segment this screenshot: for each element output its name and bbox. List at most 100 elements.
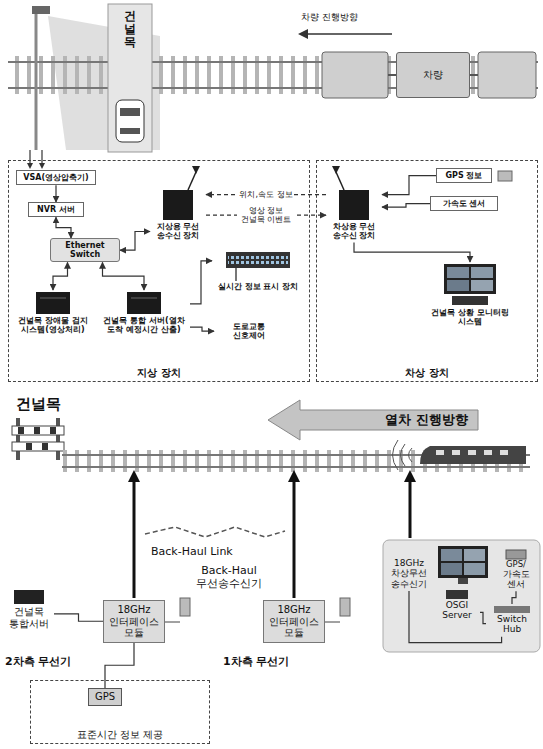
- connector: [512, 591, 516, 604]
- crossing-road: [108, 4, 152, 152]
- train-icon: [436, 450, 444, 455]
- crossing-band: 건널목: [112, 8, 148, 52]
- antenna-pole-arrow: [409, 480, 412, 538]
- node-text: 18GHz 인터페이스 모듈: [107, 604, 161, 639]
- server-icon: [127, 292, 161, 314]
- radio-wave: [393, 440, 413, 470]
- display-sign-icon: [226, 252, 290, 281]
- edge-label: 위치,속도 정보: [238, 190, 293, 199]
- crossing-gate-icon: [18, 427, 24, 434]
- node-text: 건널목 상황 모니터링 시스템: [421, 308, 519, 326]
- connector: [55, 185, 56, 202]
- server-icon: [40, 298, 66, 299]
- connector: [103, 262, 145, 290]
- radio-unit: 18GHz 차상무선 송수신기: [386, 556, 432, 591]
- camera-pole: [32, 6, 50, 150]
- video-feed-arrow: [29, 150, 30, 164]
- crossing-gate-icon: [34, 427, 40, 434]
- server-icon: [36, 292, 161, 314]
- monitor-icon: [452, 296, 488, 305]
- connector: [105, 643, 134, 689]
- node-text: 건널목: [16, 396, 61, 413]
- direction-arrow-shape: [268, 400, 478, 440]
- node-text: 열차 진행방향: [385, 413, 468, 428]
- display-sign-icon: [226, 252, 290, 268]
- monitor-icon: [464, 549, 485, 561]
- connector: [190, 261, 212, 304]
- node-text: 차상용 무선 송수신 장치: [329, 222, 379, 240]
- radio-unit: 지상용 무선 송수신 장치: [150, 188, 206, 242]
- onboard-panel: [383, 540, 540, 652]
- annotation: 차량 진행방향: [300, 12, 359, 22]
- direction-arrow: [298, 29, 308, 39]
- video-feed-arrow: [41, 150, 42, 164]
- switch-unit: Switch Hub: [486, 604, 538, 637]
- device-box: GPS 정보: [436, 168, 492, 183]
- node-text: 차상 장치: [405, 367, 448, 379]
- interface-module: 18GHz 인터페이스 모듈: [103, 600, 165, 643]
- radio-wave: [409, 448, 413, 462]
- sensor-unit: GPS/가속도 센서: [492, 548, 540, 591]
- antenna-device: [180, 598, 190, 616]
- node-text: 지상용 무선 송수신 장치: [153, 222, 203, 240]
- backhaul-link-zigzag: [145, 527, 285, 537]
- connector: [120, 232, 150, 251]
- onboard-radio-icon: [336, 172, 344, 190]
- connector: [53, 262, 68, 290]
- train-icon: [420, 446, 526, 464]
- monitor-unit: 건널목 상황 모니터링 시스템: [418, 262, 522, 328]
- device-icon: [506, 550, 526, 559]
- node-text: 차량: [423, 69, 443, 81]
- train-car: [322, 52, 536, 98]
- node-text: OSGI Server: [437, 600, 477, 621]
- direction-arrow: 열차 진행방향: [268, 400, 478, 440]
- video-feed-arrow: [27, 163, 33, 169]
- monitor-icon: [438, 546, 488, 584]
- onboard-radio-icon: [332, 166, 340, 174]
- monitor-icon: [444, 264, 496, 294]
- train-icon: [420, 446, 526, 464]
- train-car: [388, 74, 396, 76]
- crossing-gate-icon: [12, 418, 64, 460]
- direction-arrow: [298, 29, 392, 39]
- device-box: NVR 서버: [28, 202, 84, 217]
- crossing-gate-icon: [16, 418, 20, 460]
- connector: [354, 242, 470, 262]
- crossing-road: [108, 4, 152, 152]
- backhaul-link-zigzag: [145, 527, 285, 537]
- server-icon: [14, 590, 44, 604]
- gps-box: GPS: [88, 688, 122, 706]
- node-text: 표준시간 정보 제공: [77, 729, 163, 741]
- display-unit: 실시간 정보 표시 장치: [212, 250, 304, 293]
- node-text: 건널목 통합서버: [7, 606, 51, 629]
- train-car: [470, 74, 478, 76]
- connector: [382, 204, 430, 207]
- monitor-icon: [464, 563, 485, 575]
- annotation: 1차측 무선기: [222, 656, 290, 669]
- node-text: 지상 장치: [137, 367, 180, 379]
- antenna-pole-arrow: [128, 470, 140, 482]
- monitor-icon: [441, 563, 462, 575]
- annotation: Back-Haul Link: [150, 546, 234, 559]
- crossing-gate: 건널목: [8, 394, 68, 459]
- direction-arrow: [306, 33, 392, 35]
- crossing-gate-icon: [12, 426, 64, 435]
- monitor-icon: [471, 267, 493, 278]
- ground-radio-icon: [188, 172, 196, 190]
- antenna-device: [340, 598, 350, 616]
- interface-module: 18GHz 인터페이스 모듈: [263, 600, 325, 643]
- node-text: 건널목 장애물 검지 시스템(영상처리): [15, 316, 91, 334]
- node-text: 건널목 통합 서버(열차 도착 예정시간 산출): [101, 316, 187, 334]
- connector: [56, 217, 71, 238]
- ground-radio-icon: [192, 166, 200, 174]
- car-icon: [116, 100, 144, 142]
- crossing-gate-icon: [12, 442, 64, 451]
- node-text: 건널목: [124, 10, 136, 50]
- node-text: GPS/가속도 센서: [495, 560, 537, 589]
- device-box: VSA(영상압축기): [16, 170, 96, 185]
- crossing-gate-icon: [56, 418, 60, 460]
- crossing-gate-icon: [42, 443, 48, 450]
- train-icon: [484, 450, 492, 455]
- node-text: 가속도 센서: [443, 199, 486, 208]
